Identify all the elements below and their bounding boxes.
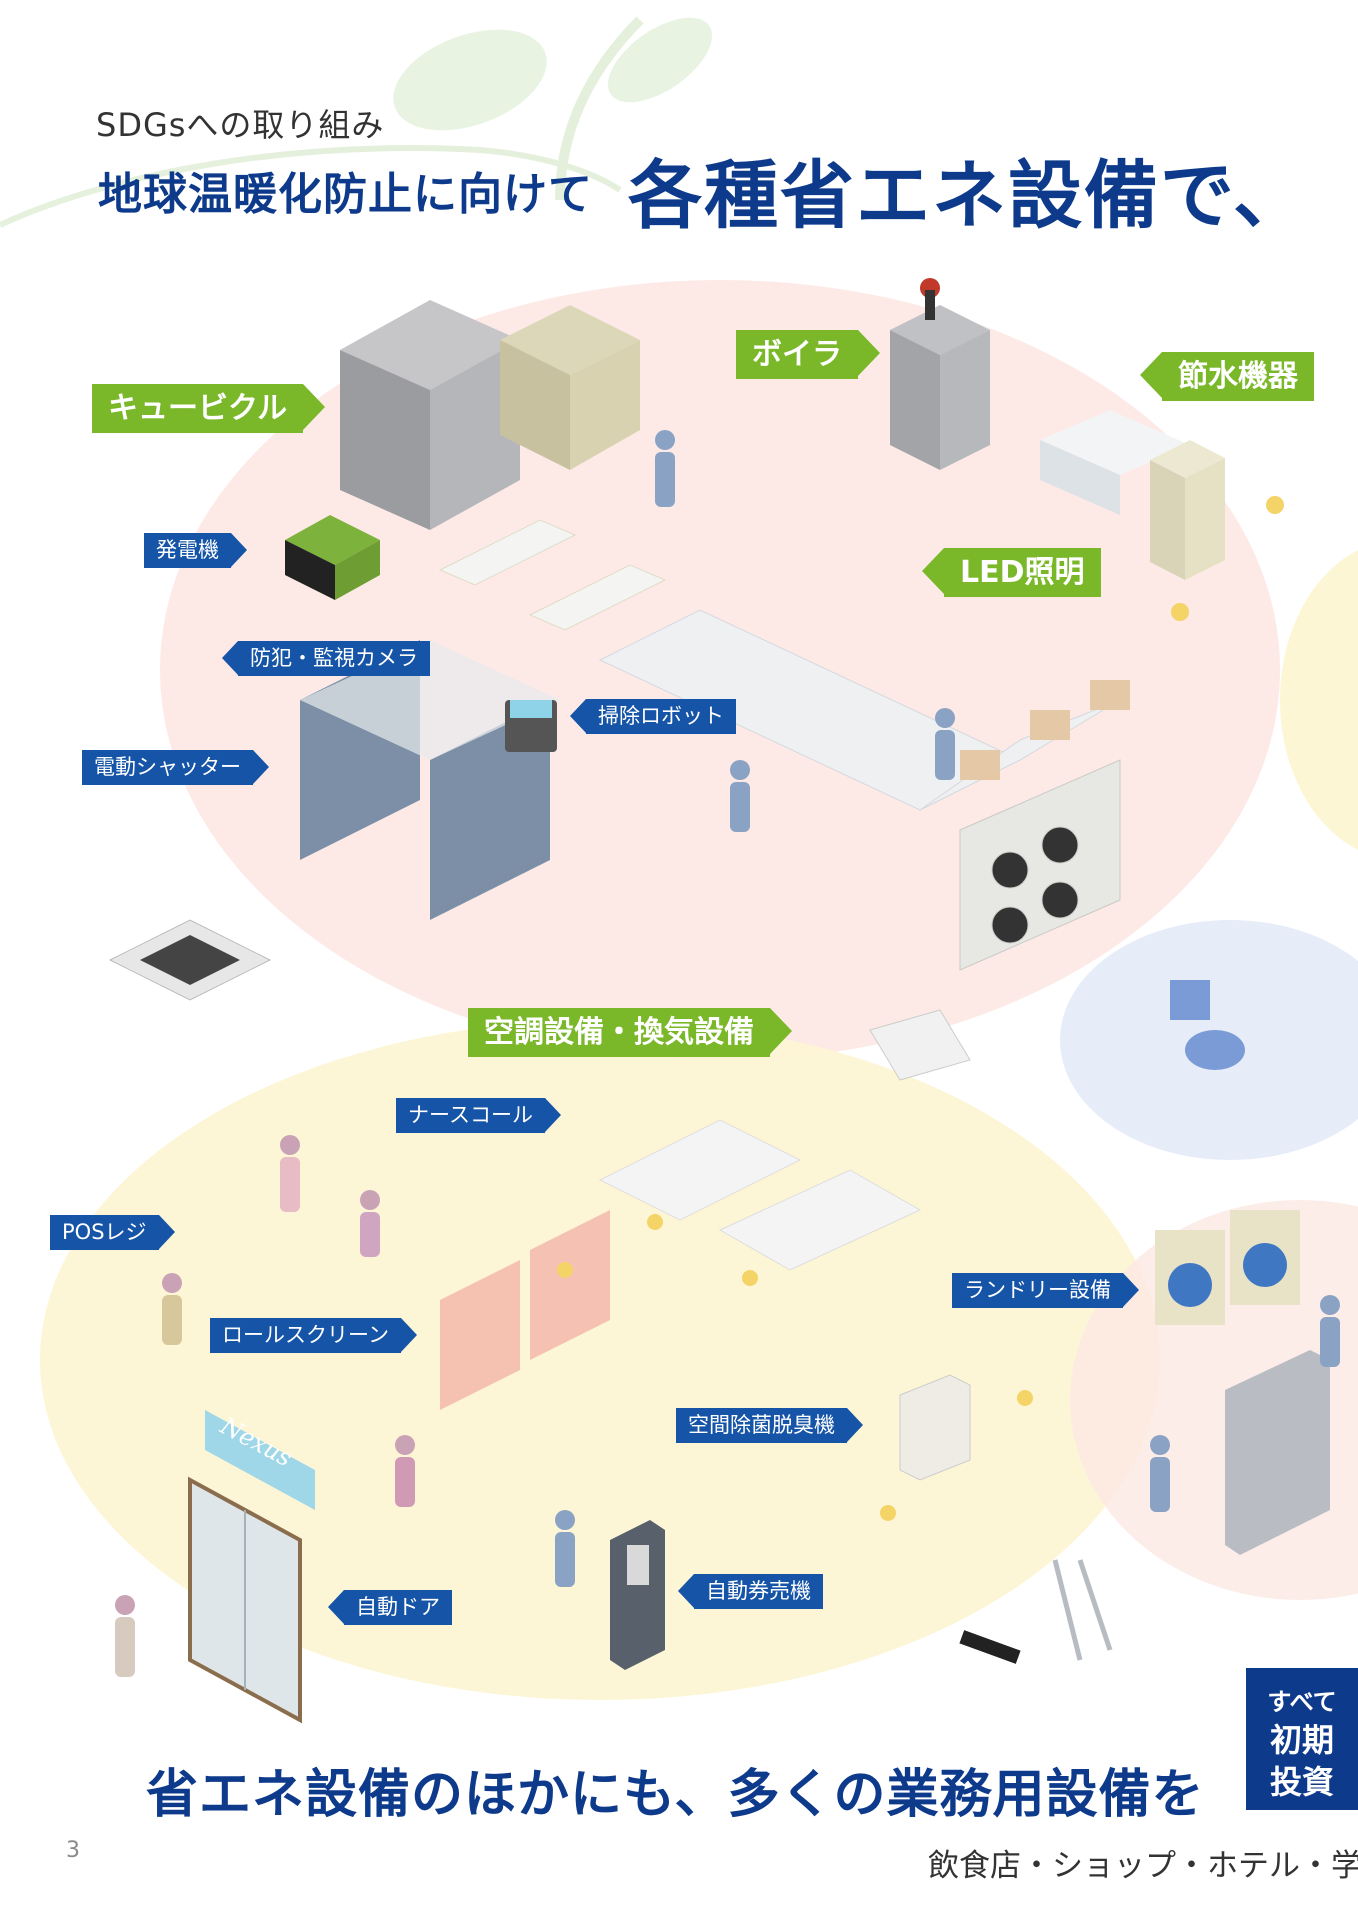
page-number: 3 [66, 1838, 80, 1863]
cardboard-boxes [960, 680, 1130, 780]
label-auto-door: 自動ドア [328, 1590, 452, 1626]
headline-large: 各種省エネ設備で、 [628, 153, 1310, 239]
label-roll-screen: ロールスクリーン [210, 1318, 417, 1354]
footer-headline: 省エネ設備のほかにも、多くの業務用設備を [146, 1765, 1205, 1825]
label-deodorizer: 空間除菌脱臭機 [676, 1408, 863, 1444]
water-heater [1150, 440, 1225, 580]
box-line1: すべて [1267, 1688, 1337, 1716]
label-robot: 掃除ロボット [570, 699, 736, 735]
roll-screens [440, 1210, 610, 1410]
label-water-saving: 節水機器 [1140, 352, 1314, 401]
box-line3: 投資 [1269, 1762, 1334, 1801]
led-panels [438, 519, 667, 631]
people [115, 430, 1340, 1677]
headline-small: 地球温暖化防止に向けて [98, 169, 593, 220]
ticket-vending-machine [610, 1520, 665, 1670]
label-cubicle: キュービクル [92, 384, 326, 433]
bed [598, 1119, 922, 1271]
initial-investment-box: すべて 初期 投資 [1246, 1668, 1358, 1810]
label-nurse-call: ナースコール [396, 1098, 561, 1134]
label-aircon: 空調設備・換気設備 [468, 1008, 792, 1057]
toilet [1170, 980, 1245, 1070]
boiler-unit [890, 278, 990, 470]
footer-sub: 飲食店・ショップ・ホテル・学 [928, 1848, 1358, 1884]
label-shutter: 電動シャッター [82, 750, 269, 786]
outdoor-ac-units [959, 759, 1121, 971]
leaf-decoration [0, 16, 713, 228]
laundry-machines [1155, 1210, 1300, 1325]
sdgs-kicker: SDGsへの取り組み [96, 106, 385, 144]
label-boiler: ボイラ [736, 330, 880, 379]
right-edge-zone [1280, 550, 1358, 850]
lamps [557, 496, 1284, 1521]
label-laundry: ランドリー設備 [952, 1273, 1139, 1309]
label-camera: 防犯・監視カメラ [222, 641, 430, 677]
cleaning-robot [505, 700, 557, 752]
label-led: LED照明 [922, 548, 1101, 597]
box-line2: 初期 [1269, 1721, 1334, 1759]
ladder [1052, 1559, 1113, 1661]
label-generator: 発電機 [144, 533, 247, 569]
automatic-door [188, 1476, 302, 1724]
safety-barrier [959, 1630, 1021, 1664]
ceiling-ac-cassette [108, 919, 272, 1001]
shop-sign [205, 1410, 315, 1510]
lockers [1225, 1350, 1330, 1555]
label-pos: POSレジ [50, 1215, 174, 1251]
wall-ac-unit [869, 1009, 971, 1081]
cubicle-unit [340, 300, 640, 530]
deodorizer-unit [899, 1374, 971, 1481]
generator-unit [285, 515, 380, 600]
label-ticket-machine: 自動券売機 [678, 1574, 823, 1610]
